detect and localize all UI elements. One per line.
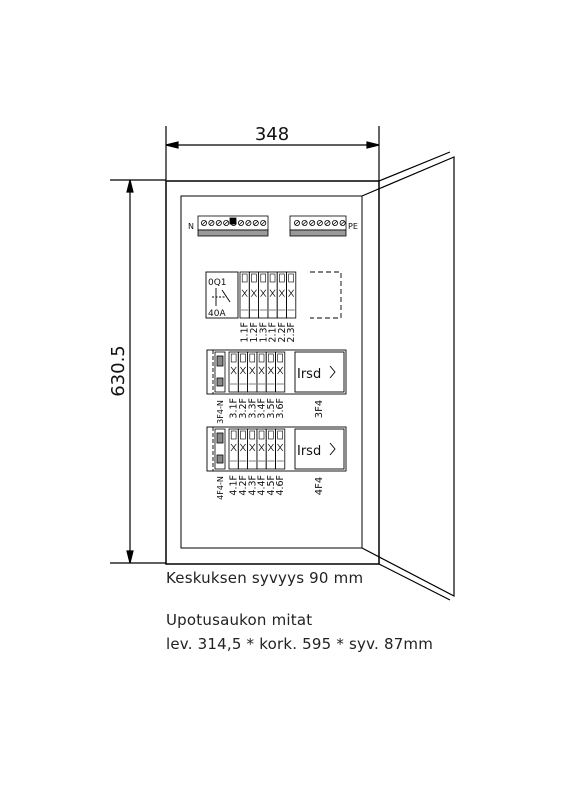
- enclosure-outer: [165, 180, 380, 565]
- breaker-label: 4.6F: [275, 475, 286, 496]
- terminal-screw: [208, 219, 215, 226]
- depth-note: Keskuksen syvyys 90 mm: [166, 569, 364, 587]
- breaker: [275, 351, 286, 393]
- breaker: [275, 428, 286, 470]
- row2-rcd-label: Irsd: [297, 367, 321, 382]
- breaker: [239, 271, 250, 319]
- breaker: [265, 428, 276, 470]
- breaker-label: 2.2F: [277, 322, 288, 343]
- breaker: [228, 428, 239, 470]
- earth-terminals: [293, 219, 346, 226]
- door: [361, 151, 455, 601]
- breaker-label: 4.3F: [247, 475, 258, 496]
- breaker-label: 1.3F: [258, 322, 269, 343]
- row1-spare-space: [310, 271, 342, 319]
- cutout-dimensions: lev. 314,5 * kork. 595 * syv. 87mm: [166, 635, 434, 653]
- breaker-label: 3.4F: [257, 398, 268, 419]
- breaker-label: 3.2F: [238, 398, 249, 419]
- breaker-label: 4.1F: [229, 475, 240, 496]
- row1-breakers: 1.1F1.2F1.3F2.1F2.2F2.3F: [239, 271, 297, 343]
- terminal-screw: [237, 219, 244, 226]
- breaker-label: 2.3F: [286, 322, 297, 343]
- terminal-screw: [316, 219, 323, 226]
- breaker: [237, 428, 249, 470]
- terminal-screw: [252, 219, 259, 226]
- breaker-label: 3.5F: [266, 398, 277, 419]
- breaker: [237, 351, 249, 393]
- terminal-screw: [324, 219, 331, 226]
- breaker: [265, 351, 276, 393]
- breaker-label: 4.5F: [266, 475, 277, 496]
- neutral-terminals: [200, 219, 267, 226]
- breaker-label: 4.4F: [257, 475, 268, 496]
- breaker: [228, 351, 239, 393]
- terminal-screw: [215, 219, 222, 226]
- terminal-screw: [293, 219, 300, 226]
- terminal-screw: [331, 219, 338, 226]
- neutral-label: N: [188, 222, 194, 231]
- earth-label: PE: [348, 222, 358, 231]
- row2-rcd: [294, 351, 345, 393]
- row3-neutral-label: 4F4-N: [216, 476, 225, 500]
- terminal-screw: [200, 219, 207, 226]
- breaker: [247, 428, 258, 470]
- main-switch-rating: 40A: [208, 309, 226, 319]
- breaker: [256, 351, 267, 393]
- breaker-label: 3.1F: [229, 398, 240, 419]
- terminal-screw: [339, 219, 346, 226]
- breaker: [258, 271, 269, 319]
- enclosure-inner: [180, 195, 363, 549]
- terminal-screw: [230, 219, 237, 226]
- row3-rcd: [294, 428, 345, 470]
- terminal-screw: [301, 219, 308, 226]
- main-switch: [205, 271, 239, 319]
- breaker-label: 1.1F: [240, 322, 251, 343]
- breaker-label: 3.3F: [247, 398, 258, 419]
- breaker: [267, 271, 278, 319]
- terminal-screw: [245, 219, 252, 226]
- row2-rcd-id: 3F4: [314, 400, 325, 418]
- breaker: [276, 271, 287, 319]
- breaker: [256, 428, 267, 470]
- cutout-title: Upotusaukon mitat: [166, 611, 313, 629]
- row3-rail: [206, 426, 347, 472]
- height-label: 630.5: [108, 345, 129, 397]
- terminal-screw: [260, 219, 267, 226]
- row2-neutral-label: 3F4-N: [216, 400, 225, 424]
- terminal-screw: [309, 219, 316, 226]
- row2-neutral-block: [214, 351, 226, 393]
- breaker-label: 2.1F: [268, 322, 279, 343]
- row3-rcd-label: Irsd: [297, 444, 321, 459]
- breaker-label: 1.2F: [249, 322, 260, 343]
- width-label: 348: [255, 124, 289, 145]
- earth-busbar: [289, 215, 347, 237]
- terminal-screw: [223, 219, 230, 226]
- row3-neutral-block: [214, 428, 226, 470]
- width-dimension: [165, 126, 380, 182]
- breaker-label: 4.2F: [238, 475, 249, 496]
- neutral-busbar: [197, 215, 269, 237]
- row3-breakers: 4.1F4.2F4.3F4.4F4.5F4.6F: [228, 428, 286, 496]
- row3-rcd-id: 4F4: [314, 477, 325, 495]
- main-switch-id: 0Q1: [208, 278, 227, 288]
- breaker-label: 3.6F: [275, 398, 286, 419]
- breaker: [247, 351, 258, 393]
- breaker: [248, 271, 260, 319]
- breaker: [286, 271, 297, 319]
- row2-breakers: 3.1F3.2F3.3F3.4F3.5F3.6F: [228, 351, 286, 419]
- height-dimension: [110, 179, 166, 564]
- row2-rail: [206, 349, 347, 395]
